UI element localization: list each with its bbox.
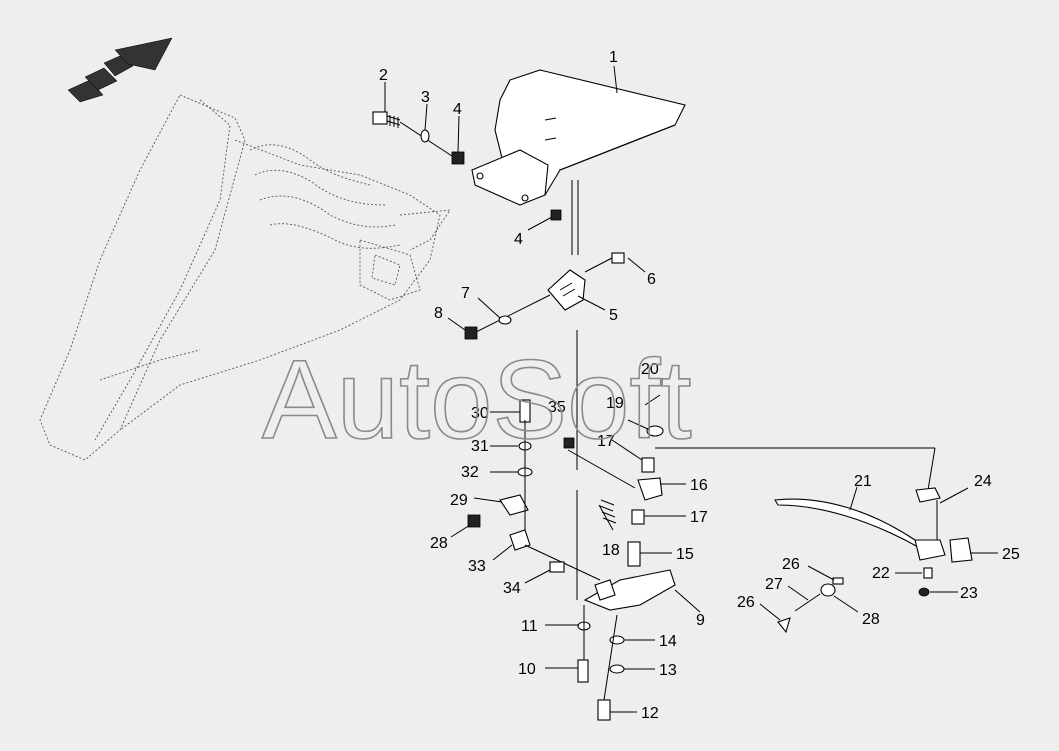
callout-label: 34 — [503, 580, 521, 597]
callout-label: 31 — [471, 438, 489, 455]
direction-arrow-icon — [67, 37, 173, 103]
callout-label: 11 — [521, 618, 538, 635]
leader-lines — [384, 65, 998, 713]
fastener-stack — [467, 399, 601, 581]
callout-label: 28 — [862, 611, 880, 628]
bolt-part — [372, 111, 562, 231]
callout-label: 19 — [606, 395, 624, 412]
link-line — [567, 449, 636, 489]
callout-label: 17 — [597, 433, 615, 450]
callout-label: 17 — [690, 509, 708, 526]
callout-label: 24 — [974, 473, 992, 490]
callout-label: 35 — [548, 399, 566, 416]
lever-parts — [598, 394, 664, 567]
callout-label: 1 — [609, 49, 618, 66]
callout-label: 23 — [960, 585, 978, 602]
callout-label: 16 — [690, 477, 708, 494]
callout-label: 12 — [641, 705, 659, 722]
callout-label: 25 — [1002, 546, 1020, 563]
callout-label: 26 — [737, 594, 755, 611]
callout-label: 14 — [659, 633, 677, 650]
callout-label: 15 — [676, 546, 694, 563]
callout-label: 27 — [765, 576, 783, 593]
cable-part — [774, 487, 973, 634]
callout-label: 28 — [430, 535, 448, 552]
callout-label: 4 — [514, 231, 523, 248]
lower-stack — [577, 605, 625, 721]
callout-label: 7 — [461, 285, 470, 302]
callout-label: 13 — [659, 662, 677, 679]
callout-label: 21 — [854, 473, 872, 490]
callout-label: 20 — [641, 361, 659, 378]
lever-plate-part — [583, 569, 676, 611]
callout-label: 5 — [609, 307, 618, 324]
callout-label: 6 — [647, 271, 656, 288]
callout-label: 33 — [468, 558, 486, 575]
deflector-part — [471, 69, 686, 206]
link-line — [927, 447, 936, 491]
callout-label: 29 — [450, 492, 468, 509]
callout-label: 22 — [872, 565, 890, 582]
watermark-text: AutoSoft — [262, 337, 692, 462]
callout-label: 32 — [461, 464, 479, 481]
housing-outline — [39, 94, 451, 461]
callout-label: 9 — [696, 612, 705, 629]
callout-label: 30 — [471, 405, 489, 422]
callout-labels: 1 2 3 4 4 5 6 7 8 20 19 17 30 35 31 32 1… — [379, 49, 1020, 722]
callout-label: 8 — [434, 305, 443, 322]
callout-label: 26 — [782, 556, 800, 573]
callout-label: 10 — [518, 661, 536, 678]
callout-label: 18 — [602, 542, 620, 559]
callout-label: 3 — [421, 89, 430, 106]
bracket-part — [464, 252, 625, 340]
callout-label: 4 — [453, 101, 462, 118]
callout-label: 2 — [379, 67, 388, 84]
